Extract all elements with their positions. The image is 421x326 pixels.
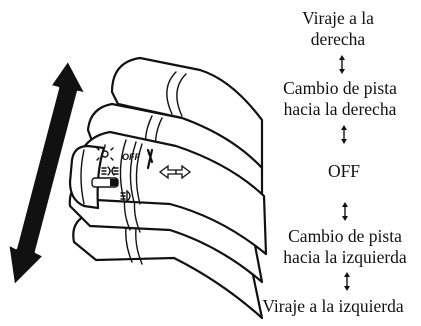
label-off: OFF [328, 161, 360, 181]
label-turn-right-line2: derecha [311, 29, 366, 49]
small-double-arrow-icon [342, 202, 348, 221]
turn-signal-arrows-icon [158, 164, 192, 180]
indicator-mark-icon [146, 148, 154, 170]
label-lane-change-left-line2: hacia la izquierda [283, 247, 407, 267]
label-lane-change-left-line1: Cambio de pista [288, 226, 402, 246]
label-lane-change-right-line2: hacia la derecha [284, 99, 397, 119]
small-double-arrow-icon [341, 125, 347, 144]
headlight-icon [96, 144, 114, 161]
low-beam-icon [120, 189, 131, 203]
label-lane-change-right-line1: Cambio de pista [283, 78, 397, 98]
label-turn-left: Viraje a la izquierda [262, 296, 404, 316]
lever-front-off-position [68, 130, 268, 256]
double-headed-arrow-icon [6, 58, 88, 288]
lever-off-marking: OFF [122, 152, 140, 162]
small-double-arrow-icon [344, 272, 350, 291]
label-turn-right-line1: Viraje a la [302, 8, 374, 28]
small-double-arrow-icon [339, 55, 345, 74]
parking-light-icon [101, 166, 119, 176]
